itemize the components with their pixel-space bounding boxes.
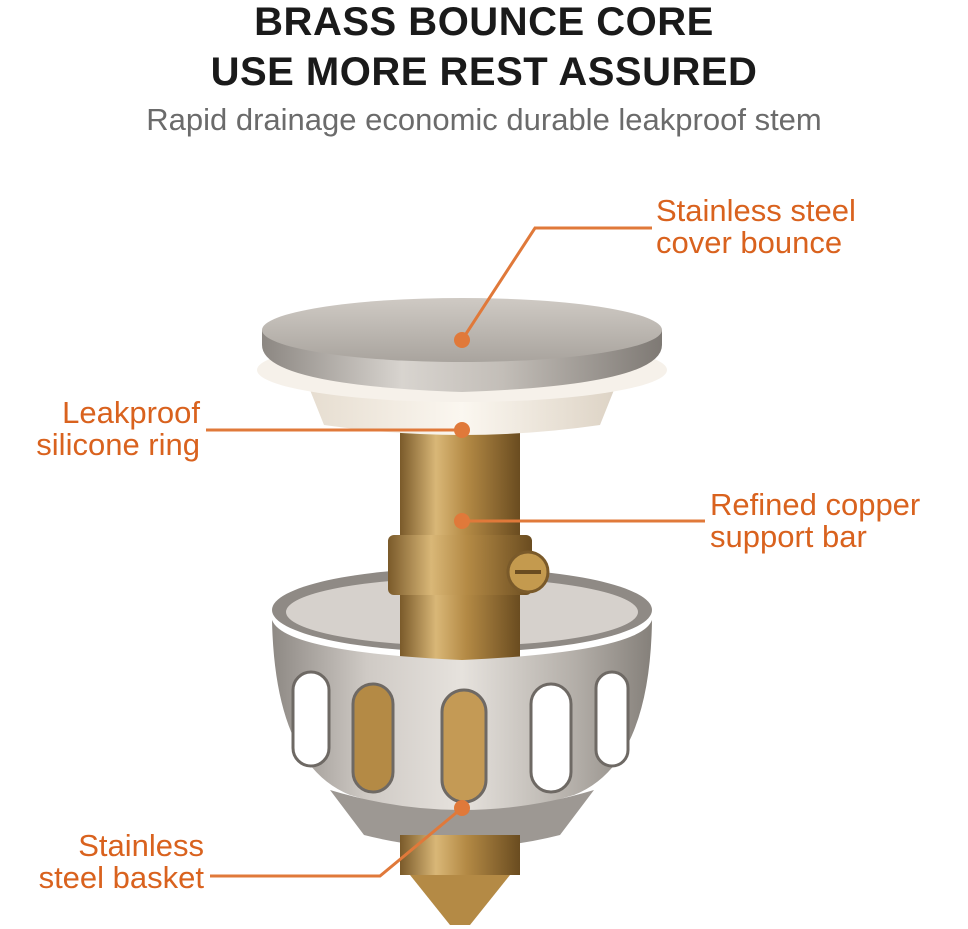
callout-cover-label: Stainless steel cover bounce xyxy=(656,195,856,259)
callout-basket-label: Stainless steel basket xyxy=(39,830,204,894)
callout-basket-line-2: steel basket xyxy=(38,860,204,895)
callout-copper-label: Refined copper support bar xyxy=(710,489,920,553)
callout-ring-line-2: silicone ring xyxy=(36,427,200,462)
callout-cover-pointer xyxy=(454,226,652,348)
callout-basket-pointer xyxy=(210,800,470,878)
steel-basket xyxy=(272,620,652,848)
callout-ring-label: Leakproof silicone ring xyxy=(36,397,200,461)
callout-copper-pointer xyxy=(454,513,705,529)
callout-copper-line-1: Refined copper xyxy=(710,487,921,522)
callout-cover-line-2: cover bounce xyxy=(656,225,843,260)
headline-line-1: BRASS BOUNCE CORE xyxy=(254,0,714,44)
brass-tip xyxy=(400,835,520,925)
stainless-steel-cover xyxy=(262,298,662,392)
callout-basket-line-1: Stainless xyxy=(78,828,204,863)
subtitle: Rapid drainage economic durable leakproo… xyxy=(146,102,822,137)
callout-ring-pointer xyxy=(206,422,470,438)
callout-ring-line-1: Leakproof xyxy=(62,395,200,430)
callout-copper-line-2: support bar xyxy=(710,519,867,554)
callout-cover-line-1: Stainless steel xyxy=(656,193,856,228)
headline-line-2: USE MORE REST ASSURED xyxy=(210,50,758,94)
